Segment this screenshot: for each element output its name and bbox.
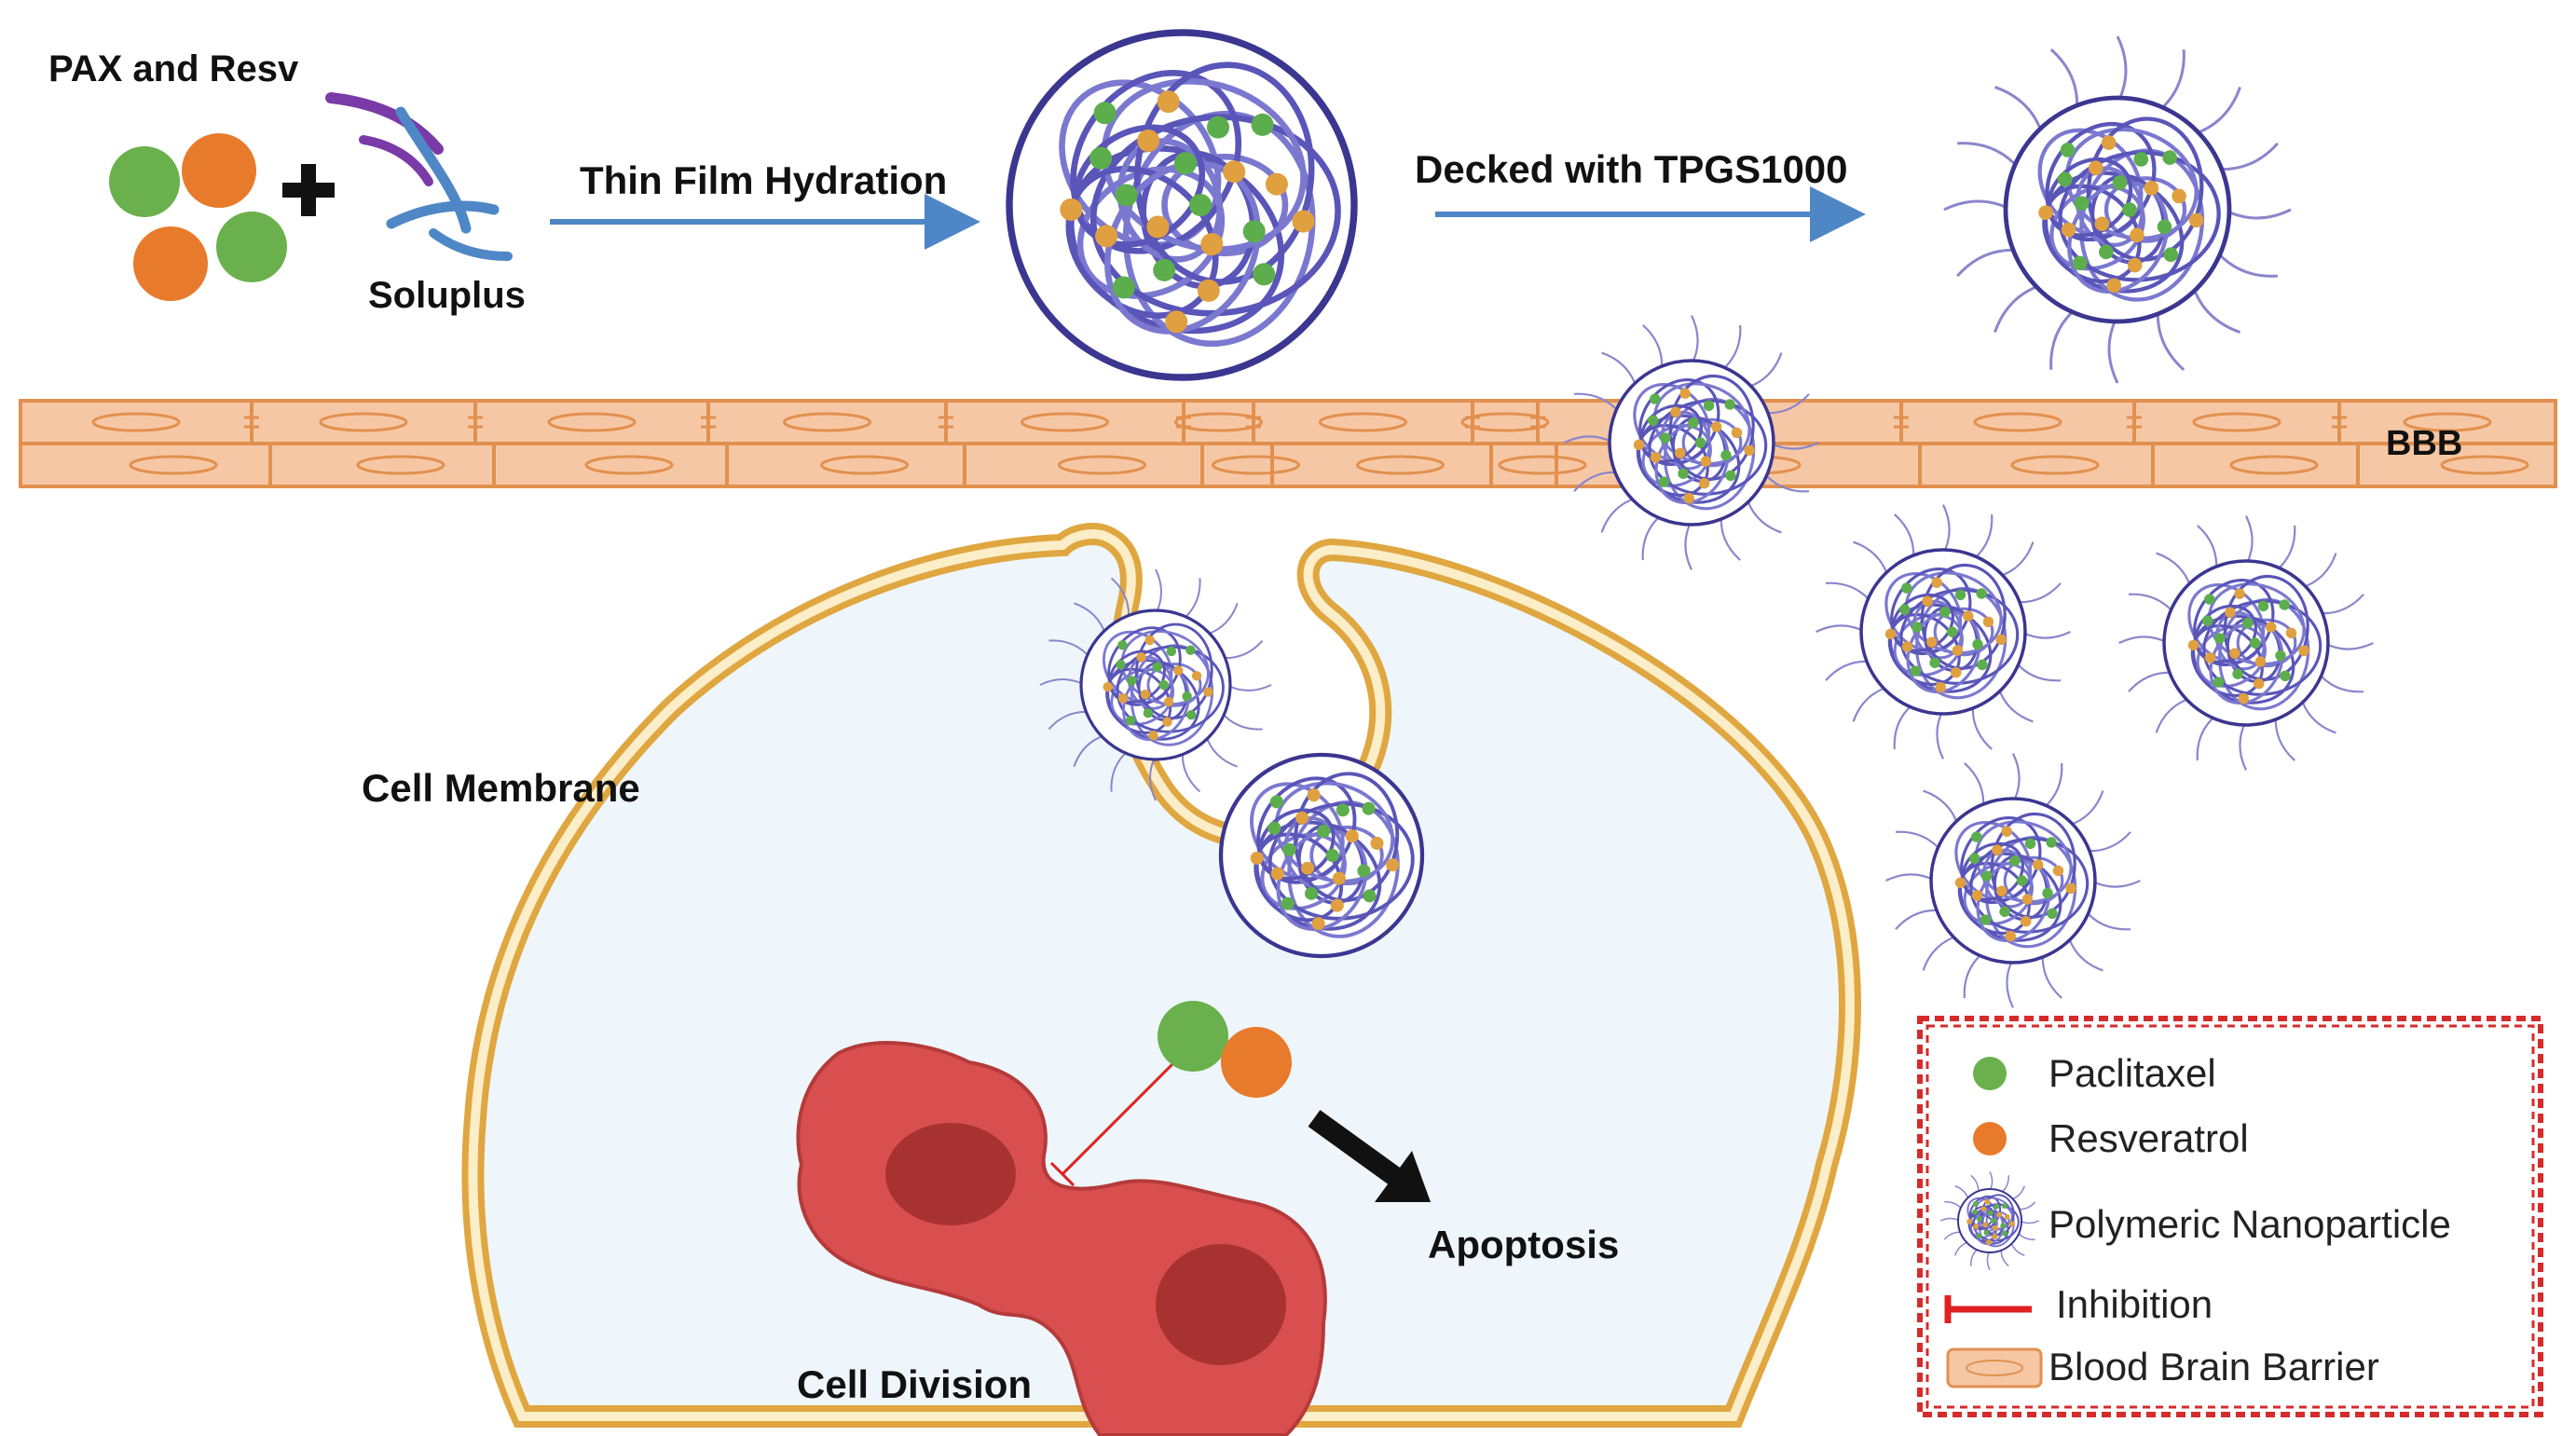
legend-label-resveratrol: Resveratrol [2048, 1116, 2249, 1160]
nanoparticle-crossing-bbb [1564, 315, 1819, 570]
legend-green-dot-icon [1973, 1057, 2007, 1090]
legend-orange-dot-icon [1973, 1122, 2007, 1156]
legend-nanoparticle-icon [1939, 1170, 2040, 1271]
label-bbb: BBB [2386, 424, 2463, 463]
nanoparticle [1885, 753, 2141, 1008]
paclitaxel-molecule [1158, 1001, 1228, 1072]
label-decked-tpgs: Decked with TPGS1000 [1415, 147, 1848, 191]
legend-inhibition-icon [1944, 1295, 2032, 1323]
nanoparticle [1816, 504, 2071, 759]
nanoparticle-internalized [1218, 752, 1425, 959]
legend-box [1917, 1016, 2543, 1417]
blood-brain-barrier [19, 399, 2557, 488]
label-thin-film-hydration: Thin Film Hydration [580, 158, 948, 202]
legend-bbb-icon [1946, 1347, 2043, 1388]
legend-label-nanoparticle: Polymeric Nanoparticle [2048, 1202, 2451, 1246]
label-cell-division: Cell Division [797, 1362, 1033, 1406]
label-apoptosis: Apoptosis [1428, 1223, 1620, 1266]
legend-label-bbb: Blood Brain Barrier [2048, 1345, 2379, 1388]
dividing-tumor-cell [796, 1041, 1327, 1436]
label-soluplus: Soluplus [368, 275, 526, 316]
label-pax-resv: PAX and Resv [48, 48, 299, 89]
inhibition-line [1049, 1060, 1176, 1187]
nanoparticle [2118, 515, 2374, 771]
nanoparticle-endocytosed [1039, 568, 1272, 801]
nanoparticle-core [1006, 29, 1358, 381]
resveratrol-molecule [1221, 1027, 1292, 1098]
nanoparticle-decked [1943, 35, 2292, 384]
soluplus-polymer-icon [325, 92, 513, 261]
legend-label-paclitaxel: Paclitaxel [2048, 1051, 2216, 1095]
plus-icon [282, 164, 335, 216]
label-cell-membrane: Cell Membrane [362, 766, 640, 810]
drug-molecules [109, 133, 287, 301]
apoptosis-arrow [1308, 1110, 1431, 1202]
legend-label-inhibition: Inhibition [2056, 1282, 2213, 1326]
